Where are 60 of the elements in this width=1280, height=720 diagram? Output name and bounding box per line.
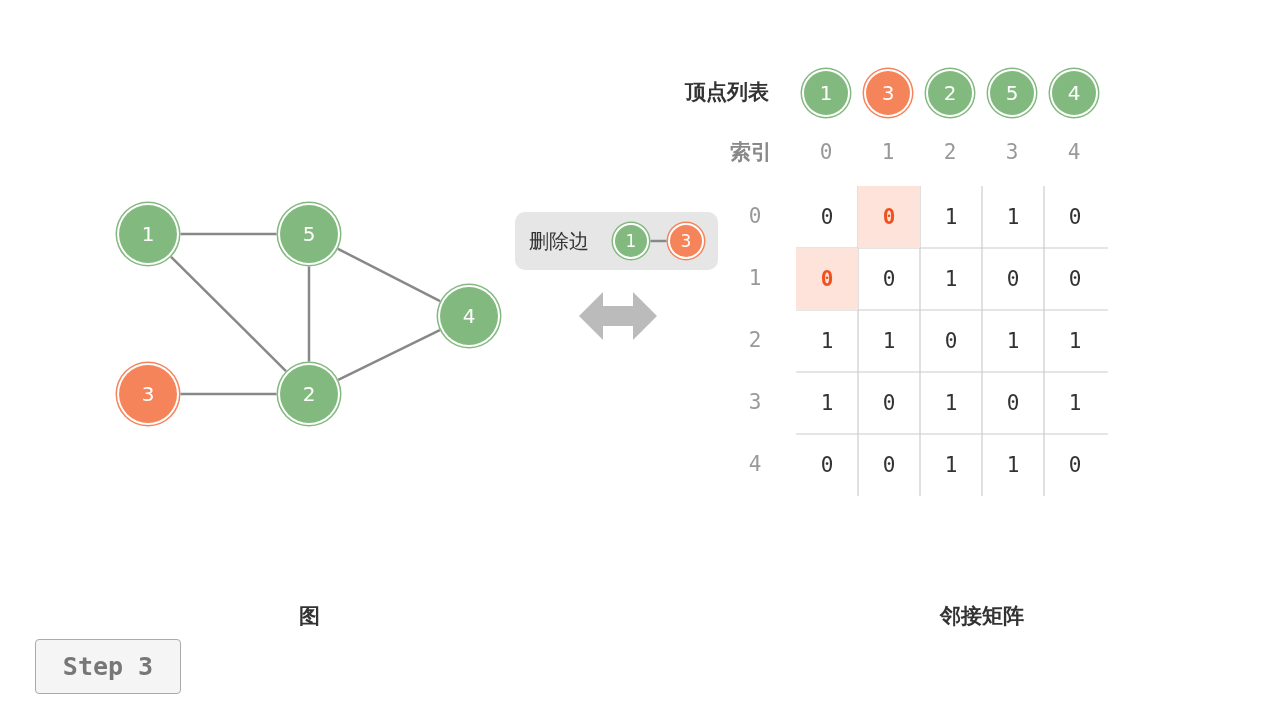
matrix-cell-text: 1 bbox=[819, 328, 835, 355]
matrix-cell-text: 0 bbox=[881, 452, 897, 479]
matrix-cell-text: 1 bbox=[1005, 328, 1021, 355]
column-index: 1 bbox=[881, 140, 895, 164]
matrix-cell-text: 0 bbox=[1067, 266, 1083, 293]
list-heading: 顶点列表 bbox=[685, 79, 769, 106]
row-index: 4 bbox=[748, 452, 762, 476]
matrix-cell-text: 0 bbox=[819, 452, 835, 479]
graph-caption: 图 bbox=[298, 603, 320, 630]
vertex-circle: 3 bbox=[119, 365, 177, 423]
edge-line bbox=[180, 232, 277, 236]
edge-line bbox=[337, 247, 441, 303]
vertex-circle: 5 bbox=[280, 205, 338, 263]
matrix-cell-text: 1 bbox=[881, 328, 897, 355]
matrix-cell-text: 1 bbox=[943, 266, 959, 293]
matrix-cell-text: 0 bbox=[1005, 266, 1021, 293]
vertex-circle: 1 bbox=[804, 71, 848, 115]
matrix-cell-text: 0 bbox=[1067, 204, 1083, 231]
matrix-cell-text: 1 bbox=[943, 452, 959, 479]
row-index: 2 bbox=[748, 328, 762, 352]
matrix-cell-text: 0 bbox=[819, 204, 835, 231]
matrix-cell-text: 1 bbox=[1005, 452, 1021, 479]
matrix-cell-text: 0 bbox=[881, 266, 897, 293]
matrix-cell-text: 1 bbox=[1067, 390, 1083, 417]
matrix-caption: 邻接矩阵 bbox=[940, 603, 1024, 630]
matrix-cell: 0 bbox=[858, 186, 920, 248]
matrix-cell-text: 1 bbox=[943, 390, 959, 417]
matrix-cell-text: 1 bbox=[819, 390, 835, 417]
matrix-cell: 0 bbox=[796, 248, 858, 310]
step-label: Step 3 bbox=[35, 639, 181, 694]
edge-line bbox=[180, 392, 277, 396]
matrix-cell-text: 0 bbox=[1005, 390, 1021, 417]
vertex-circle: 3 bbox=[670, 225, 702, 257]
matrix-cell-text: 1 bbox=[1067, 328, 1083, 355]
column-index: 3 bbox=[1005, 140, 1019, 164]
vertex-circle: 4 bbox=[440, 287, 498, 345]
matrix-cell-text: 1 bbox=[943, 204, 959, 231]
vertex-circle: 3 bbox=[866, 71, 910, 115]
row-index: 1 bbox=[748, 266, 762, 290]
vertex-circle: 2 bbox=[280, 365, 338, 423]
vertex-circle: 1 bbox=[615, 225, 647, 257]
vertex-circle: 2 bbox=[928, 71, 972, 115]
matrix-cell-text: 0 bbox=[1067, 452, 1083, 479]
column-index: 0 bbox=[819, 140, 833, 164]
pill-text: 删除边 bbox=[529, 228, 589, 255]
matrix-cell-text: 0 bbox=[943, 328, 959, 355]
row-index: 3 bbox=[748, 390, 762, 414]
matrix-cell-text: 0 bbox=[881, 390, 897, 417]
vertex-circle: 4 bbox=[1052, 71, 1096, 115]
column-index: 4 bbox=[1067, 140, 1081, 164]
column-index: 2 bbox=[943, 140, 957, 164]
matrix-cell-text: 1 bbox=[1005, 204, 1021, 231]
edge-line bbox=[337, 329, 441, 381]
label-pill bbox=[515, 212, 718, 270]
index-heading: 索引 bbox=[730, 139, 772, 166]
row-index: 0 bbox=[748, 204, 762, 228]
edge-line bbox=[307, 266, 311, 362]
vertex-circle: 5 bbox=[990, 71, 1034, 115]
vertex-circle: 1 bbox=[119, 205, 177, 263]
edge-line bbox=[170, 256, 287, 372]
